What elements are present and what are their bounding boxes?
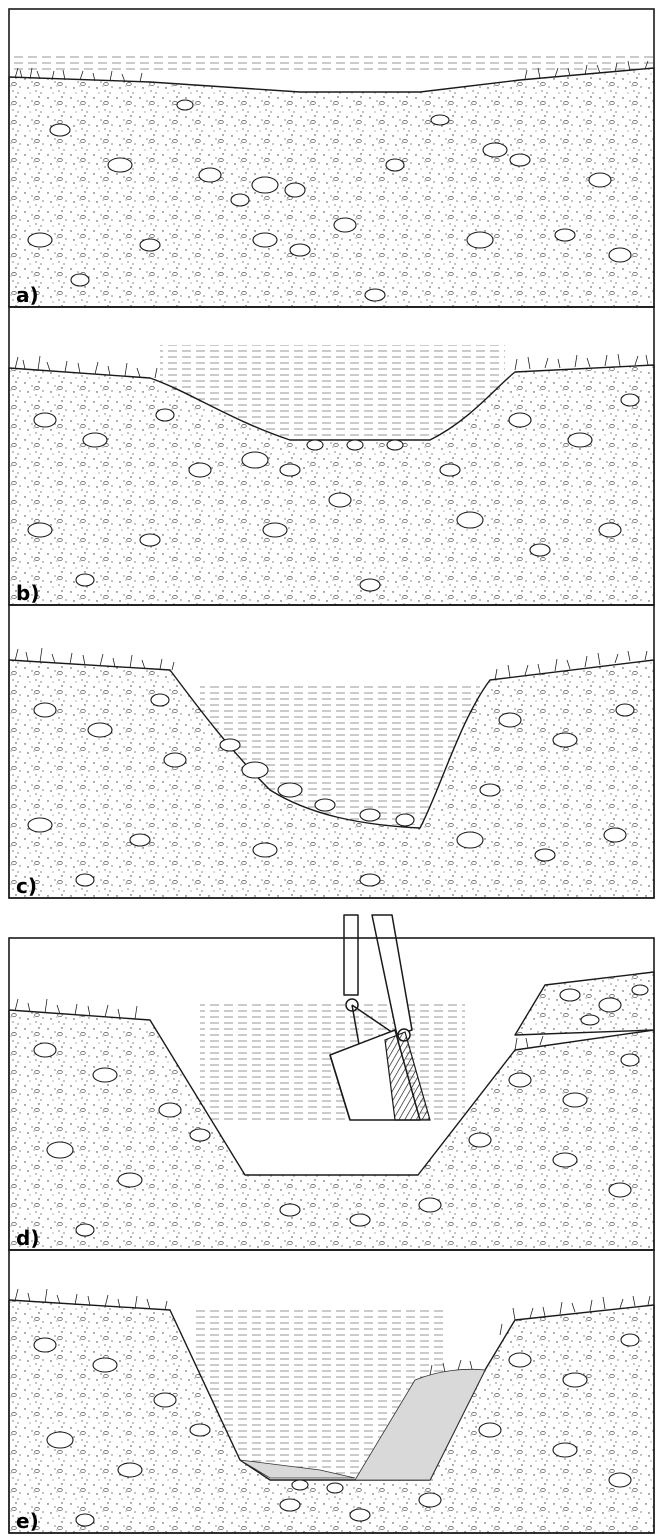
panel-label: c): [16, 874, 37, 898]
hydraulic-cylinder: [344, 915, 358, 995]
panel-label: d): [16, 1226, 39, 1250]
panel-label: a): [16, 283, 39, 307]
panel-e: e): [9, 1250, 654, 1533]
panel-label: e): [16, 1509, 39, 1533]
panel-c: c): [9, 605, 654, 898]
ground-profile: [9, 68, 654, 307]
spoil-heap: [515, 972, 654, 1035]
panel-b: b): [9, 307, 654, 605]
panel-a: a): [9, 9, 654, 307]
panel-d: d): [9, 915, 654, 1250]
panel-label: b): [16, 581, 39, 605]
